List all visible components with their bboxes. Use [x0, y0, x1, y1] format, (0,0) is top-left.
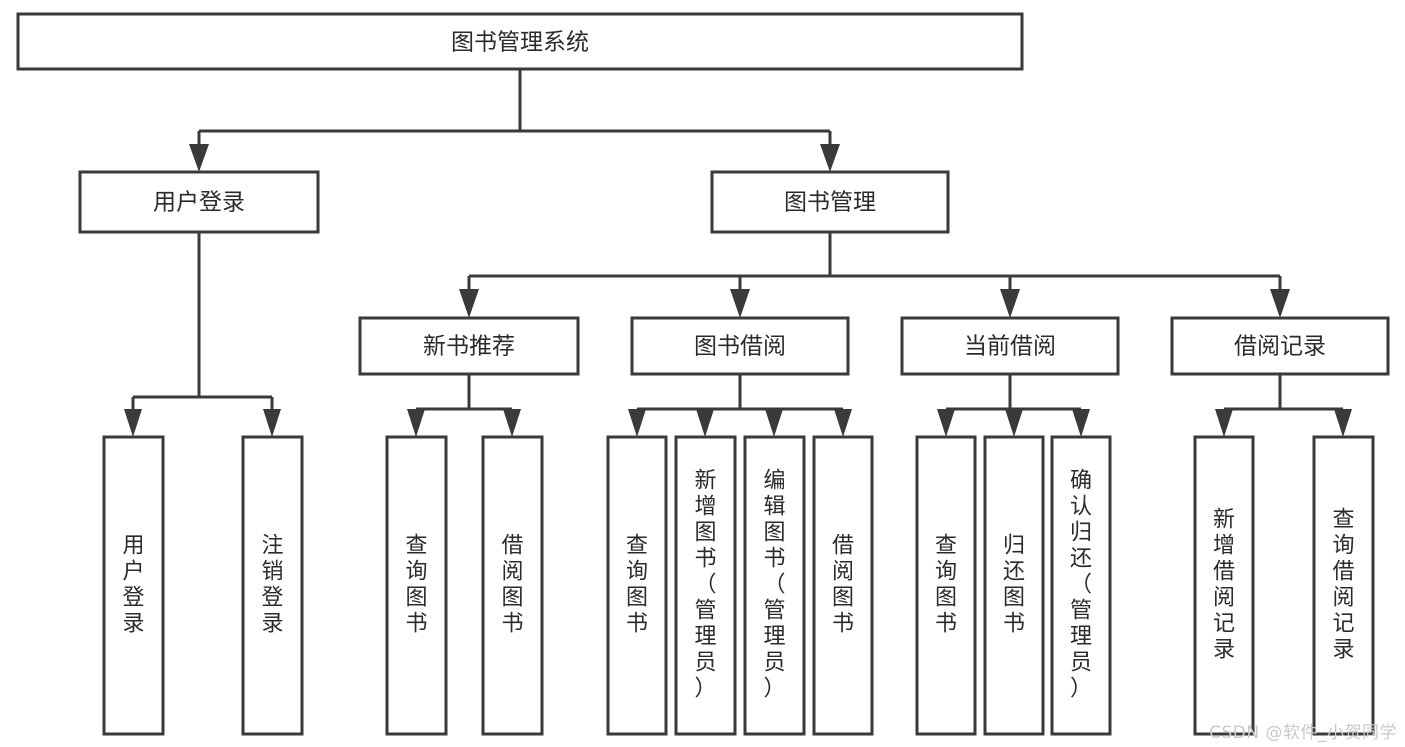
- leaf-node[interactable]: 查询图书: [385, 435, 448, 736]
- arrowhead-leaf-add-record: [1215, 409, 1233, 437]
- leaf-node-box[interactable]: [983, 435, 1045, 736]
- node-new-book-recommend-box[interactable]: [358, 316, 580, 376]
- node-new-book-recommend-label: 新书推荐: [423, 334, 515, 360]
- arrowhead-borrow-record: [1270, 289, 1290, 318]
- arrowhead-leaf-borrow-book-2: [834, 409, 852, 437]
- leaf-node-box[interactable]: [102, 435, 165, 736]
- arrowhead-book-manage: [820, 144, 840, 172]
- leaf-node-box[interactable]: [481, 435, 544, 736]
- node-user-login[interactable]: 用户登录: [78, 170, 320, 234]
- leaf-node-label: 新增借阅记录: [1213, 508, 1235, 663]
- leaf-node-box[interactable]: [812, 435, 874, 736]
- arrowhead-leaf-user-login: [124, 409, 142, 437]
- node-book-borrow[interactable]: 图书借阅: [630, 316, 850, 376]
- edge-layer: [124, 69, 1352, 437]
- arrowhead-new-book-recommend: [459, 289, 479, 318]
- leaf-layer: 用户登录 注销登录 查询图书 借阅图书 查询图书 新增图书（管理员） 编辑图书（管理员） 借阅…: [102, 435, 1375, 736]
- leaf-node-box[interactable]: [674, 435, 737, 736]
- arrowhead-book-borrow: [730, 289, 750, 318]
- watermark: CSDN @软件_小贺同学: [1209, 723, 1397, 743]
- node-book-manage[interactable]: 图书管理: [710, 170, 950, 234]
- node-root-box[interactable]: [16, 12, 1024, 71]
- node-borrow-record-label: 借阅记录: [1234, 334, 1326, 360]
- leaf-node-label: 查询图书: [626, 534, 648, 637]
- arrowhead-leaf-confirm-return: [1072, 409, 1090, 437]
- node-root[interactable]: 图书管理系统: [16, 12, 1024, 71]
- arrowhead-leaf-query-book-1: [407, 409, 425, 437]
- node-current-borrow-label: 当前借阅: [964, 334, 1056, 360]
- arrowhead-leaf-query-book-2: [628, 409, 646, 437]
- node-current-borrow-box[interactable]: [900, 316, 1120, 376]
- leaf-node[interactable]: 确认归还（管理员）: [1050, 435, 1112, 736]
- node-current-borrow[interactable]: 当前借阅: [900, 316, 1120, 376]
- leaf-node[interactable]: 查询图书: [606, 435, 668, 736]
- leaf-node-box[interactable]: [1193, 435, 1255, 736]
- leaf-node-label: 查询图书: [935, 534, 957, 637]
- leaf-node-label: 确认归还（管理员）: [1070, 469, 1092, 702]
- arrowhead-leaf-add-book: [696, 409, 714, 437]
- leaf-node-label: 编辑图书（管理员）: [763, 469, 785, 702]
- leaf-node-box[interactable]: [1050, 435, 1112, 736]
- leaf-node-label: 借阅图书: [832, 534, 854, 637]
- leaf-node[interactable]: 新增借阅记录: [1193, 435, 1255, 736]
- arrowhead-leaf-return-book: [1005, 409, 1023, 437]
- arrowhead-current-borrow: [1000, 289, 1020, 318]
- node-borrow-record[interactable]: 借阅记录: [1170, 316, 1390, 376]
- node-book-borrow-label: 图书借阅: [694, 334, 786, 360]
- leaf-node[interactable]: 查询借阅记录: [1312, 435, 1375, 736]
- node-book-manage-box[interactable]: [710, 170, 950, 234]
- arrowhead-leaf-query-record: [1334, 409, 1352, 437]
- leaf-node[interactable]: 借阅图书: [812, 435, 874, 736]
- leaf-node[interactable]: 用户登录: [102, 435, 165, 736]
- leaf-node-box[interactable]: [915, 435, 977, 736]
- leaf-node[interactable]: 新增图书（管理员）: [674, 435, 737, 736]
- leaf-node-box[interactable]: [1312, 435, 1375, 736]
- leaf-node-label: 借阅图书: [501, 534, 523, 637]
- node-new-book-recommend[interactable]: 新书推荐: [358, 316, 580, 376]
- leaf-node-box[interactable]: [743, 435, 806, 736]
- leaf-node-label: 查询借阅记录: [1332, 508, 1354, 663]
- leaf-node-box[interactable]: [606, 435, 668, 736]
- leaf-node[interactable]: 查询图书: [915, 435, 977, 736]
- leaf-node-label: 注销登录: [261, 534, 283, 637]
- node-book-manage-label: 图书管理: [784, 190, 876, 216]
- leaf-node-label: 归还图书: [1003, 534, 1025, 637]
- node-user-login-label: 用户登录: [153, 190, 245, 216]
- arrowhead-leaf-borrow-book-1: [503, 409, 521, 437]
- leaf-node[interactable]: 编辑图书（管理员）: [743, 435, 806, 736]
- arrowhead-leaf-logout: [263, 409, 281, 437]
- node-borrow-record-box[interactable]: [1170, 316, 1390, 376]
- node-book-borrow-box[interactable]: [630, 316, 850, 376]
- leaf-node-box[interactable]: [241, 435, 304, 736]
- leaf-node-box[interactable]: [385, 435, 448, 736]
- arrowhead-user-login: [189, 144, 209, 172]
- leaf-node-label: 用户登录: [122, 534, 144, 637]
- node-user-login-box[interactable]: [78, 170, 320, 234]
- arrowhead-leaf-edit-book: [765, 409, 783, 437]
- node-root-label: 图书管理系统: [451, 30, 589, 56]
- leaf-node[interactable]: 借阅图书: [481, 435, 544, 736]
- leaf-node[interactable]: 注销登录: [241, 435, 304, 736]
- leaf-node-label: 查询图书: [405, 534, 427, 637]
- leaf-node-label: 新增图书（管理员）: [694, 469, 716, 702]
- arrowhead-leaf-query-book-3: [937, 409, 955, 437]
- leaf-node[interactable]: 归还图书: [983, 435, 1045, 736]
